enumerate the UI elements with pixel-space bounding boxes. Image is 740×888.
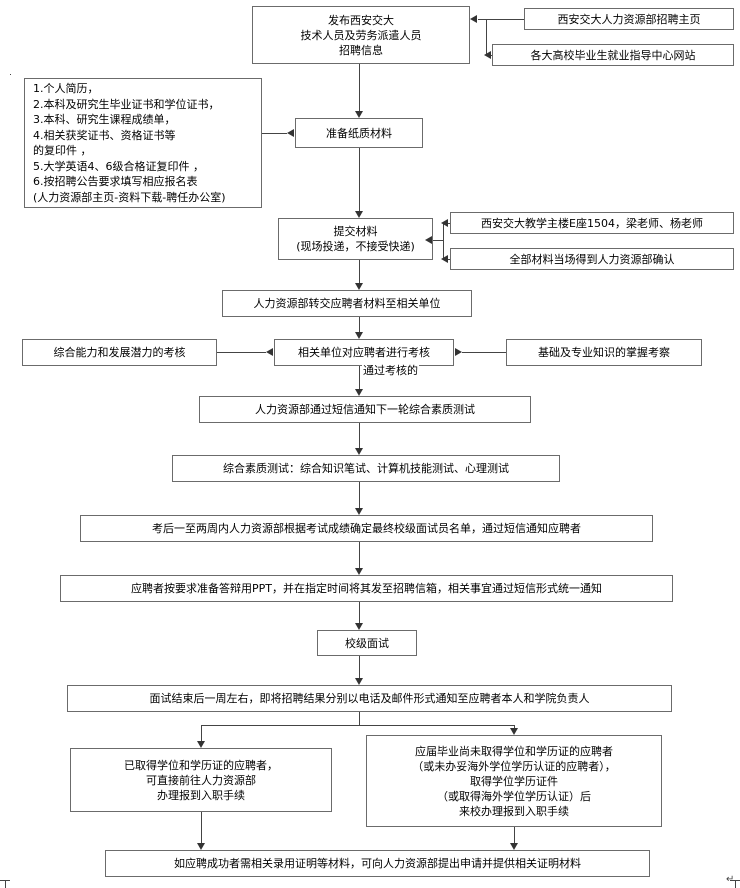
connector-notify-branch-h: [201, 725, 514, 726]
node-submission-location-contact: 西安交大教学主楼E座1504，梁老师、杨老师: [450, 212, 734, 234]
arrowhead-ppt-to-interview: [355, 623, 363, 630]
connector-unit-to-sms-v: [359, 366, 360, 389]
node-submit-materials: 提交材料 (现场投递，不接受快递): [278, 218, 433, 260]
node-hr-transfer-materials: 人力资源部转交应聘者材料至相关单位: [222, 290, 472, 317]
connector-materials-to-prepare-h: [262, 133, 287, 134]
node-candidate-has-degree: 已取得学位和学历证的应聘者， 可直接前往人力资源部 办理报到入职手续: [70, 748, 332, 812]
arrowhead-sms-to-test: [355, 448, 363, 455]
arrowhead-nodegree-to-apply: [510, 843, 518, 850]
node-required-materials-list: 1.个人简历， 2.本科及研究生毕业证书和学位证书， 3.本科、研究生课程成绩单…: [24, 78, 262, 208]
node-assess-comprehensive-ability: 综合能力和发展潜力的考核: [22, 339, 217, 366]
node-publish-recruitment-info: 发布西安交大 技术人员及劳务派遣人员 招聘信息: [252, 6, 470, 64]
connector-ppt-to-interview-v: [359, 602, 360, 623]
connector-bus-to-submit-h: [433, 240, 443, 241]
arrowhead-sources-to-publish: [470, 15, 477, 23]
page-edge-stub-left: [5, 880, 6, 888]
connector-homepage-to-publish-h: [486, 19, 524, 20]
node-career-center-websites: 各大高校毕业生就业指导中心网站: [492, 44, 734, 66]
node-hr-recruitment-homepage: 西安交大人力资源部招聘主页: [524, 8, 734, 30]
node-prepare-defense-ppt: 应聘者按要求准备答辩用PPT，并在指定时间将其发至招聘信箱，相关事宜通过短信形式…: [60, 575, 673, 602]
connector-finallist-to-ppt-v: [359, 542, 360, 568]
connector-sms-to-test-v: [359, 423, 360, 448]
arrowhead-unit-to-sms: [355, 389, 363, 396]
node-comprehensive-quality-test: 综合素质测试：综合知识笔试、计算机技能测试、心理测试: [172, 455, 560, 482]
paragraph-mark: ↵: [726, 874, 735, 885]
connector-knowledge-to-unit-h: [462, 352, 506, 353]
node-assess-professional-knowledge: 基础及专业知识的掌握考察: [506, 339, 702, 366]
node-apply-employment-proof: 如应聘成功者需相关录用证明等材料，可向人力资源部提出申请并提供相关证明材料: [105, 850, 650, 877]
page-edge-stub-left-h: [0, 880, 10, 881]
arrowhead-interview-to-notify: [355, 678, 363, 685]
connector-publish-to-prepare-v: [359, 64, 360, 111]
node-final-interview-list: 考后一至两周内人力资源部根据考试成绩确定最终校级面试员名单，通过短信通知应聘者: [80, 515, 653, 542]
arrowhead-transfer-to-unit: [355, 332, 363, 339]
page-edge-stub-right: [735, 880, 736, 888]
arrowhead-hasdegree-to-apply: [197, 843, 205, 850]
connector-spacer: [10, 74, 11, 75]
arrowhead-submit-to-transfer: [355, 283, 363, 290]
connector-hasdegree-to-apply-v: [201, 812, 202, 843]
arrowhead-to-has-degree: [197, 741, 205, 748]
connector-prepare-to-submit-v: [359, 148, 360, 211]
connector-branch-right-v: [514, 725, 515, 728]
connector-submit-to-transfer-v: [359, 260, 360, 283]
connector-right-sources-bus-v: [486, 19, 487, 55]
page-edge-stub-right-h: [730, 880, 740, 881]
connector-comprehensive-to-unit-h: [217, 352, 266, 353]
arrowhead-comprehensive-to-unit: [266, 348, 273, 356]
arrowhead-location-into-bus: [441, 219, 448, 227]
arrowhead-knowledge-to-unit: [455, 348, 462, 356]
arrowhead-prepare-to-submit: [355, 211, 363, 218]
node-sms-notify-next-round: 人力资源部通过短信通知下一轮综合素质测试: [199, 396, 531, 423]
arrowhead-test-to-finallist: [355, 508, 363, 515]
arrowhead-career-to-bus: [484, 51, 491, 59]
node-onsite-confirmation: 全部材料当场得到人力资源部确认: [450, 248, 734, 270]
connector-right-submit-bus-v: [443, 223, 444, 259]
node-unit-assessment: 相关单位对应聘者进行考核: [274, 339, 454, 366]
arrowhead-bus-to-submit: [425, 236, 432, 244]
arrowhead-to-no-degree-yet: [510, 728, 518, 735]
node-prepare-paper-materials: 准备纸质材料: [295, 118, 423, 148]
arrowhead-confirm-into-bus: [441, 255, 448, 263]
connector-transfer-to-unit-v: [359, 317, 360, 332]
connector-branch-left-v: [201, 725, 202, 741]
node-school-level-interview: 校级面试: [317, 630, 417, 656]
arrowhead-materials-to-prepare: [287, 129, 294, 137]
edge-label-passed-assessment: 通过考核的: [362, 362, 419, 378]
connector-interview-to-notify-v: [359, 656, 360, 678]
arrowhead-publish-to-prepare: [355, 111, 363, 118]
connector-test-to-finallist-v: [359, 482, 360, 508]
connector-notify-down-v: [359, 712, 360, 725]
node-candidate-no-degree-yet: 应届毕业尚未取得学位和学历证的应聘者 （或未办妥海外学位学历认证的应聘者）， 取…: [366, 735, 662, 827]
connector-bus-to-publish-h: [478, 19, 486, 20]
node-notify-interview-result: 面试结束后一周左右，即将招聘结果分别以电话及邮件形式通知至应聘者本人和学院负责人: [67, 685, 672, 712]
connector-nodegree-to-apply-v: [514, 827, 515, 843]
arrowhead-finallist-to-ppt: [355, 568, 363, 575]
